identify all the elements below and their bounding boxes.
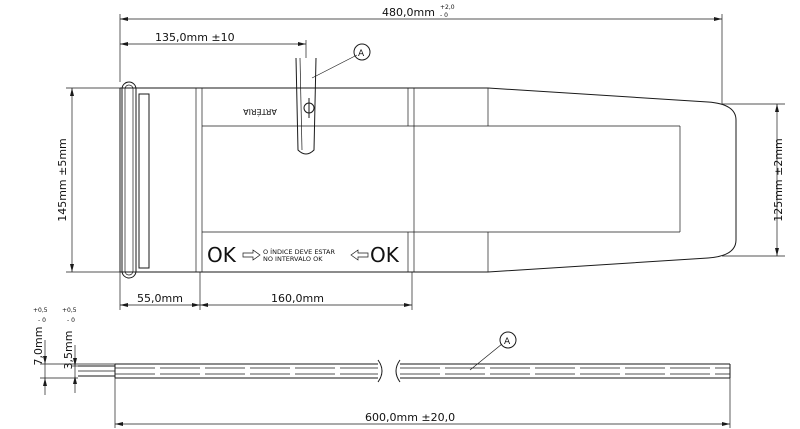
dim-thickness: 7,0mm +0,5 - 0 3,5mm +0,5 - 0: [32, 307, 115, 395]
callout-a-bottom: A: [469, 331, 517, 371]
cuff-top-view: ARTÉRIA OK O ÍNDICE DEVE ESTAR NO INTERV…: [119, 57, 737, 279]
index-text-line2: NO INTERVALO OK: [263, 255, 323, 263]
cuff-outline: [120, 87, 737, 273]
dim-total-length: 480,0mm +2,0 - 0: [119, 4, 723, 104]
width-left-label: 145mm ±5mm: [56, 138, 69, 222]
cuff-loop-inner: [124, 84, 134, 276]
thickness-1-label: 7,0mm: [32, 327, 45, 366]
cuff-buckle-bar: [138, 93, 150, 269]
tube-a-inner: [299, 57, 303, 151]
thickness-2-label: 3,5mm: [62, 331, 75, 370]
arrow-left-icon: [350, 249, 369, 261]
dim-strip-length: 600,0mm ±20,0: [114, 378, 731, 428]
thickness-1-tol-minus: - 0: [38, 317, 46, 324]
total-length-tol-minus: - 0: [440, 12, 448, 19]
dim-band: 55,0mm 160,0mm: [119, 272, 413, 310]
band-width-label: 160,0mm: [271, 292, 324, 305]
cuff-loop-outer: [121, 81, 137, 279]
strip-side-view: [78, 359, 731, 383]
thickness-2-tol-plus: +0,5: [62, 307, 77, 314]
dim-artery-offset: 135,0mm ±10: [120, 31, 307, 58]
callout-a-top: A: [311, 43, 371, 79]
width-right-label: 125mm ±2mm: [772, 138, 785, 222]
tube-a: [295, 57, 317, 155]
artery-offset-label: 135,0mm ±10: [155, 31, 235, 44]
total-length-label: 480,0mm: [382, 6, 435, 19]
artery-label: ARTÉRIA: [243, 107, 277, 118]
thickness-1-tol-plus: +0,5: [33, 307, 48, 314]
thickness-2-tol-minus: - 0: [67, 317, 75, 324]
arrow-right-icon: [242, 249, 261, 261]
total-length-tol-plus: +2,0: [440, 4, 455, 11]
dim-width-left: 145mm ±5mm: [56, 87, 120, 273]
callout-a-top-label: A: [358, 49, 365, 59]
ok-right-label: OK: [370, 243, 400, 267]
strip-length-label: 600,0mm ±20,0: [365, 411, 455, 424]
callout-a-bottom-label: A: [504, 337, 511, 347]
band-offset-label: 55,0mm: [137, 292, 183, 305]
index-text-line1: O ÍNDICE DEVE ESTAR: [263, 247, 335, 256]
ok-left-label: OK: [207, 243, 237, 267]
dim-width-right: 125mm ±2mm: [722, 103, 785, 257]
